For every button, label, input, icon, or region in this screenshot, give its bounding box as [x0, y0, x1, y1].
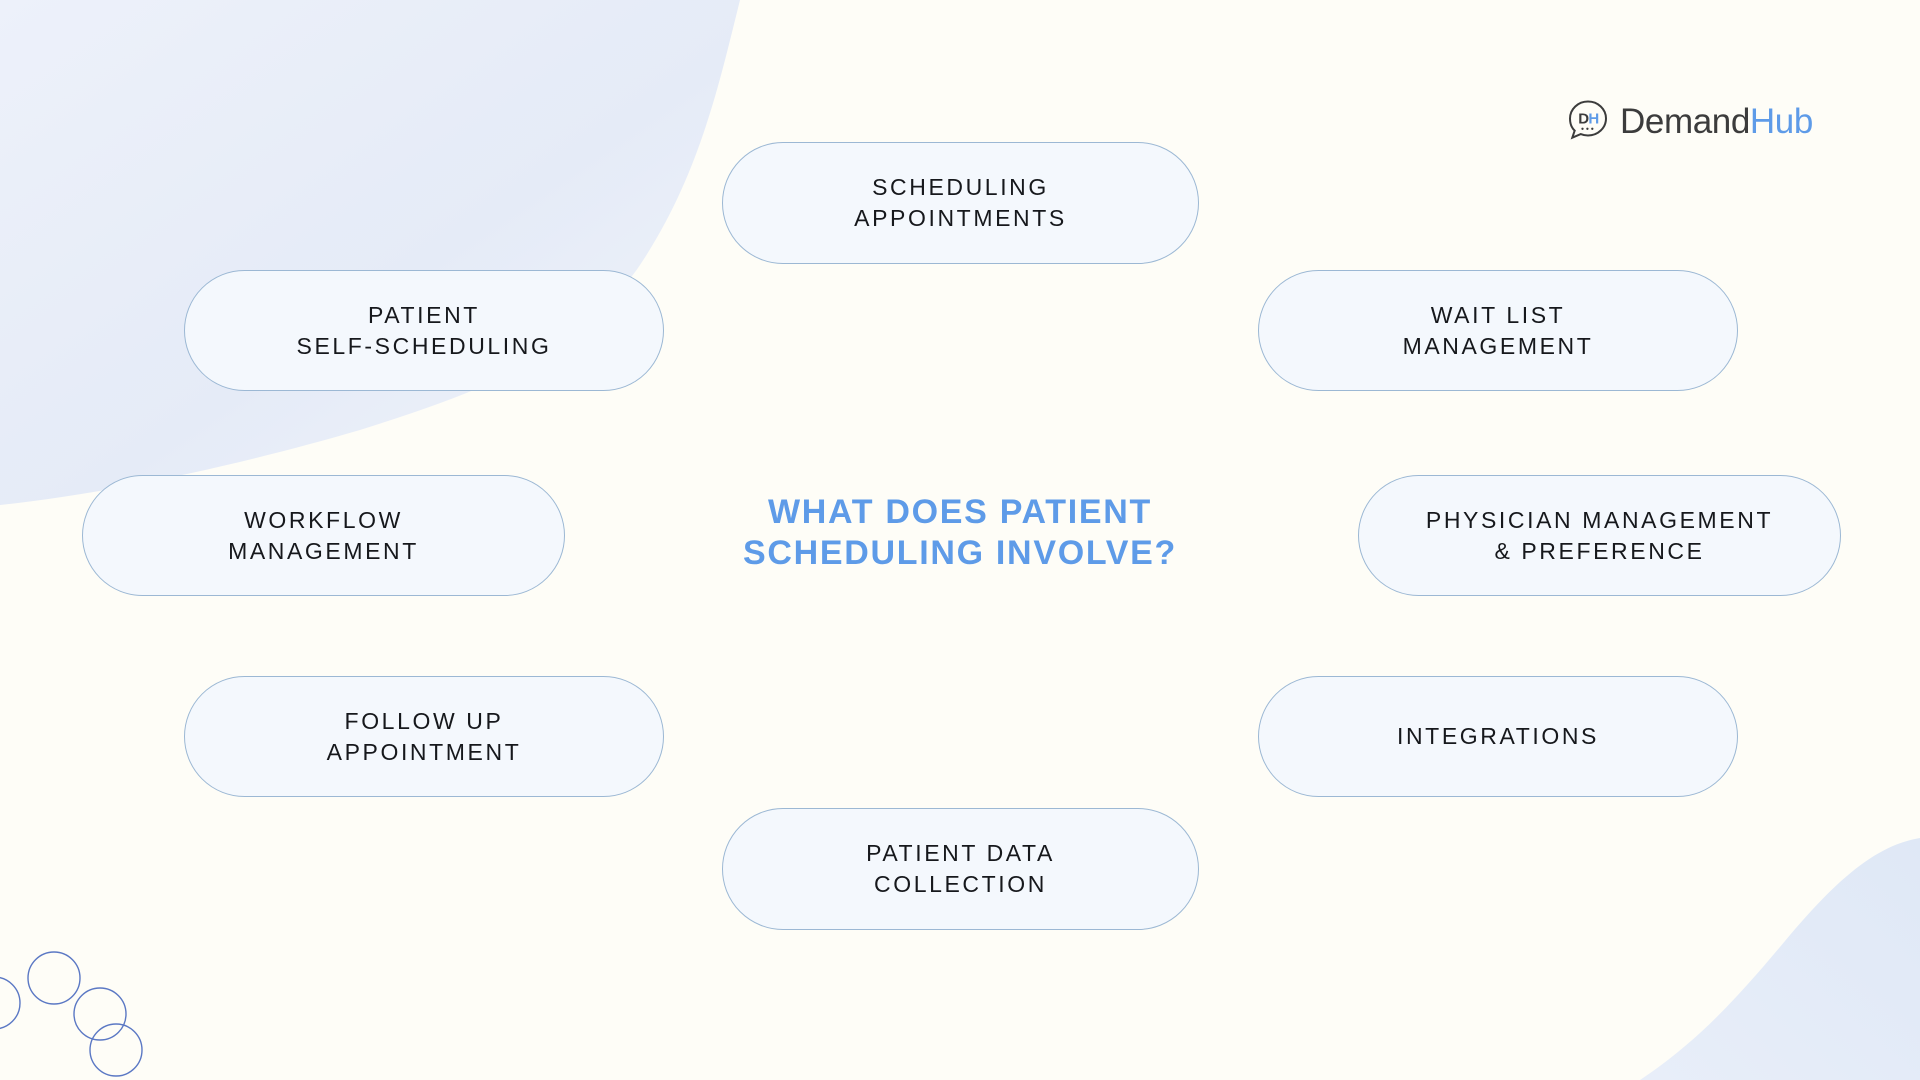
pill-label-line-2: APPOINTMENTS	[854, 205, 1067, 231]
svg-text:H: H	[1588, 111, 1599, 128]
pill-follow-up-appointment[interactable]: FOLLOW UP APPOINTMENT	[184, 676, 664, 797]
pill-label-line-2: & PREFERENCE	[1494, 537, 1705, 564]
pill-label-line-1: WORKFLOW	[244, 506, 403, 533]
pill-physician-management-preference[interactable]: PHYSICIAN MANAGEMENT & PREFERENCE	[1358, 475, 1841, 596]
pill-label-line-2: SELF-SCHEDULING	[296, 332, 552, 359]
pill-label-line-2: MANAGEMENT	[228, 537, 419, 564]
pill-wait-list-management[interactable]: WAIT LIST MANAGEMENT	[1258, 270, 1738, 391]
pill-label-line-1: FOLLOW UP	[344, 707, 504, 734]
pill-scheduling-appointments[interactable]: SCHEDULING APPOINTMENTS	[722, 142, 1199, 264]
pill-label-line-1: INTEGRATIONS	[1396, 723, 1599, 750]
pill-label-line-1: WAIT LIST	[1430, 301, 1566, 328]
pill-integrations[interactable]: INTEGRATIONS	[1258, 676, 1738, 797]
page-title-line-2: SCHEDULING INVOLVE?	[742, 534, 1178, 573]
pill-label-line-1: PATIENT	[368, 301, 480, 328]
pill-label-line-2: MANAGEMENT	[1402, 332, 1594, 359]
svg-text:D: D	[1578, 111, 1589, 128]
logo-wordmark: DemandHub	[1620, 104, 1813, 139]
page-title: WHAT DOES PATIENT SCHEDULING INVOLVE?	[690, 492, 1230, 575]
pill-patient-data-collection[interactable]: PATIENT DATA COLLECTION	[722, 808, 1199, 930]
pill-label-line-2: APPOINTMENT	[326, 738, 522, 765]
pill-label-line-1: PATIENT DATA	[866, 840, 1055, 867]
logo-word-hub: Hub	[1749, 101, 1813, 141]
page-title-line-1: WHAT DOES PATIENT	[768, 493, 1152, 531]
pill-workflow-management[interactable]: WORKFLOW MANAGEMENT	[82, 475, 565, 596]
pill-label-line-2: COLLECTION	[874, 871, 1047, 897]
pill-patient-self-scheduling[interactable]: PATIENT SELF-SCHEDULING	[184, 270, 664, 391]
pill-label-line-1: PHYSICIAN MANAGEMENT	[1425, 506, 1774, 533]
pill-label-line-1: SCHEDULING	[872, 174, 1049, 201]
demandhub-logo: D H DemandHub	[1565, 98, 1813, 144]
speech-bubble-dh-icon: D H	[1565, 98, 1611, 144]
logo-word-demand: Demand	[1620, 101, 1750, 141]
